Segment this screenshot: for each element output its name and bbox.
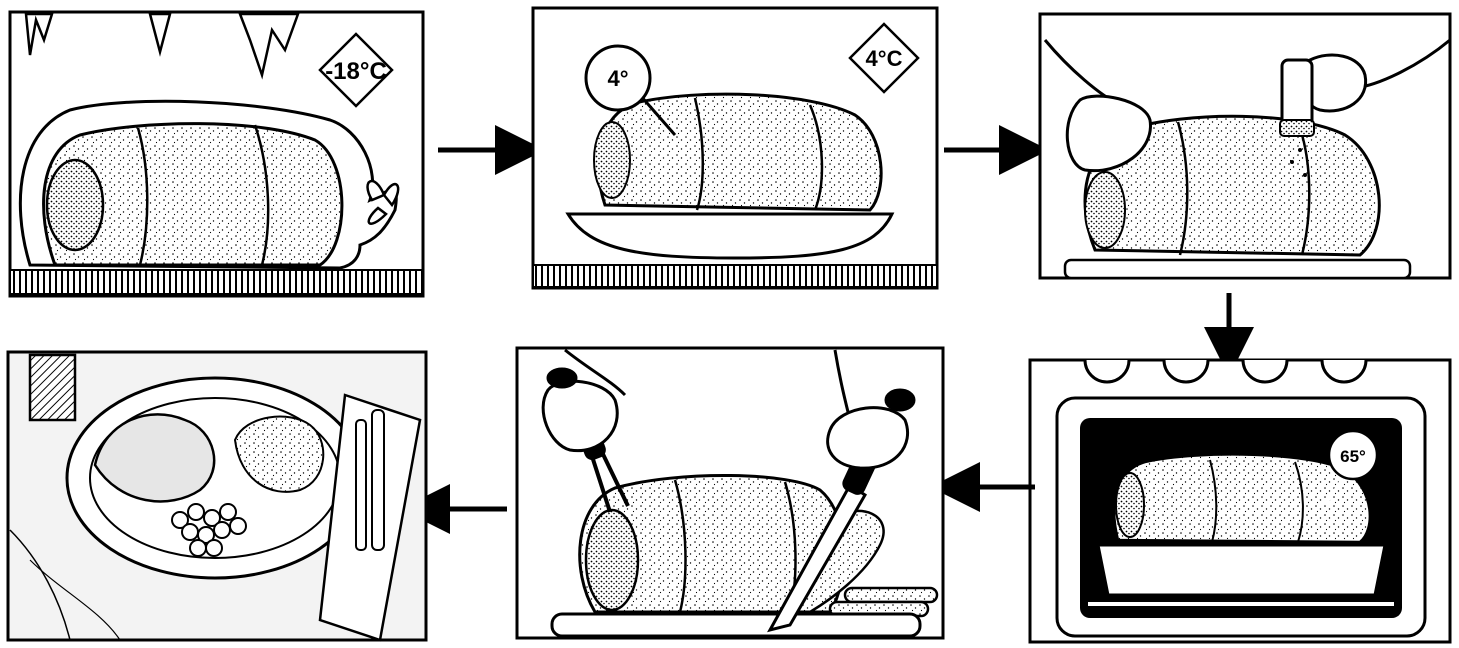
- panel-carving: [517, 348, 943, 638]
- glass-icon: [30, 355, 75, 420]
- fridge-shelf: [533, 265, 937, 287]
- thermometer-reading: 4°: [607, 66, 628, 91]
- knife-icon: [372, 410, 384, 550]
- cutting-board: [1065, 260, 1410, 278]
- frozen-joint: [44, 124, 342, 265]
- panel-refrigerator: 4° 4°C: [533, 8, 937, 288]
- panel-served-meal: [8, 352, 426, 640]
- panel-oven: 65°: [1030, 360, 1450, 642]
- roasting-tin: [1098, 545, 1385, 595]
- temperature-label: -18°C: [325, 58, 387, 85]
- panel-seasoning: [1040, 14, 1450, 278]
- panel-freezer: -18°C: [10, 12, 423, 296]
- freezer-shelf: [10, 270, 423, 294]
- fork-icon: [356, 420, 366, 550]
- carving-board: [552, 614, 920, 636]
- temperature-label: 4°C: [866, 46, 903, 71]
- thermometer-reading: 65°: [1340, 447, 1366, 466]
- meat-slices: [830, 588, 937, 616]
- thawed-joint: [594, 94, 881, 210]
